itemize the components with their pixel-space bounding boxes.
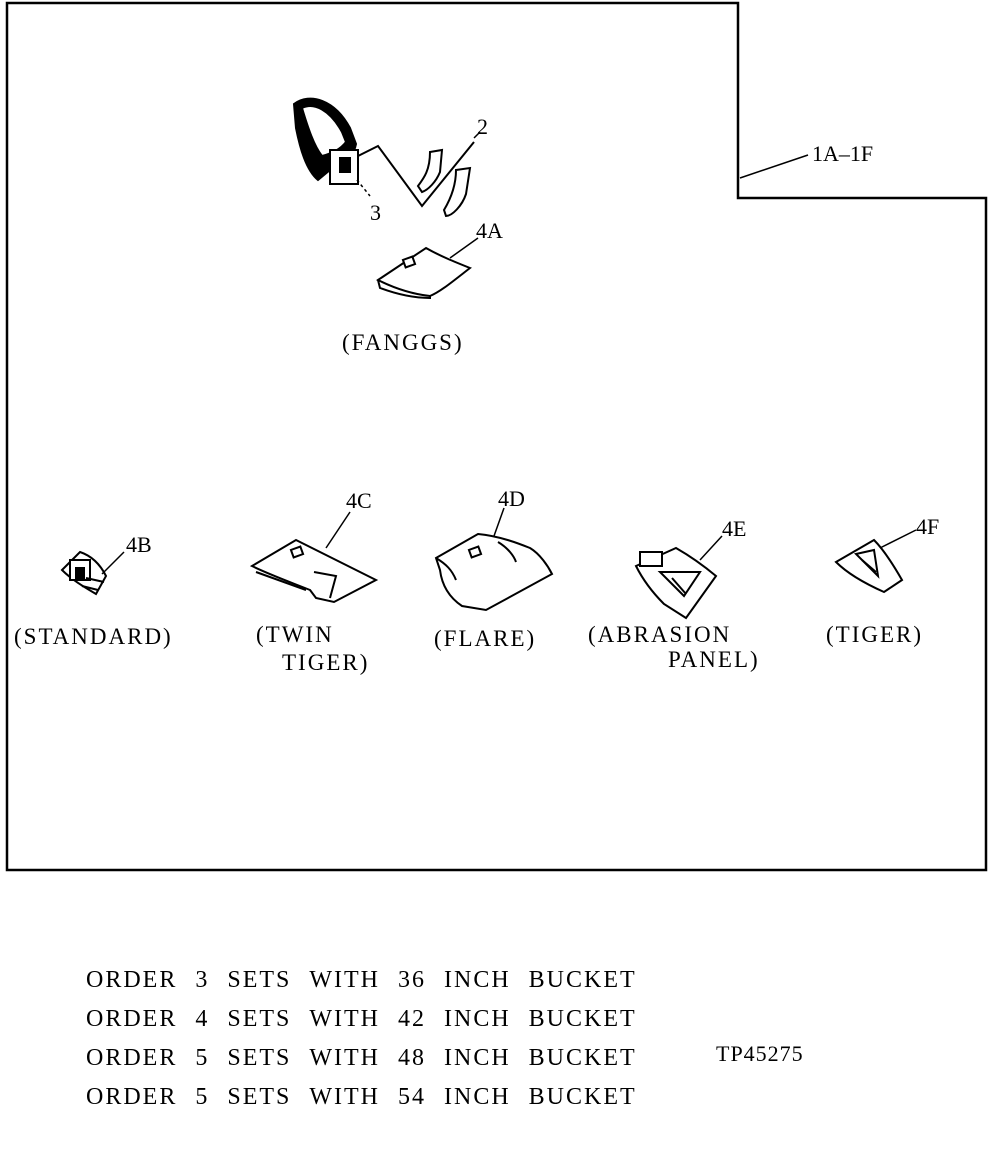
callout-4d: 4D xyxy=(498,486,525,511)
caption-abrasion-line1: (ABRASION xyxy=(588,622,731,647)
leader-2 xyxy=(473,131,481,139)
callout-2: 2 xyxy=(477,114,488,139)
order-line: ORDER 4 SETS WITH 42 INCH BUCKET xyxy=(54,961,655,1032)
leader-4d xyxy=(493,507,505,537)
order-sets: SETS xyxy=(227,967,292,993)
callout-4c: 4C xyxy=(346,488,372,513)
order-bucket: BUCKET xyxy=(528,1006,637,1032)
order-word: ORDER xyxy=(86,1084,178,1110)
tooth-4a-drawing xyxy=(376,246,472,300)
order-bucket: BUCKET xyxy=(528,967,637,993)
caption-twin-tiger-line2: TIGER) xyxy=(282,650,369,675)
caption-tiger: (TIGER) xyxy=(826,622,923,647)
order-with: WITH xyxy=(309,1084,380,1110)
order-line: ORDER 3 SETS WITH 36 INCH BUCKET xyxy=(54,922,655,993)
order-inch: INCH xyxy=(444,967,511,993)
order-sets: SETS xyxy=(227,1006,292,1032)
order-size: 42 xyxy=(398,1006,426,1032)
tooth-4f-drawing xyxy=(834,538,904,594)
order-size: 36 xyxy=(398,967,426,993)
caption-flare: (FLARE) xyxy=(434,626,536,651)
order-line: ORDER 5 SETS WITH 48 INCH BUCKET xyxy=(54,1000,655,1071)
order-inch: INCH xyxy=(444,1006,511,1032)
fanggs-adapter-drawing xyxy=(292,97,475,218)
order-bucket: BUCKET xyxy=(528,1045,637,1071)
leader-4b xyxy=(101,551,125,575)
callout-3: 3 xyxy=(370,200,381,225)
order-sets: SETS xyxy=(227,1045,292,1071)
order-inch: INCH xyxy=(444,1045,511,1071)
order-with: WITH xyxy=(309,967,380,993)
order-size: 48 xyxy=(398,1045,426,1071)
caption-abrasion-line2: PANEL) xyxy=(668,647,760,672)
leader-4c xyxy=(325,511,351,549)
order-bucket: BUCKET xyxy=(528,1084,637,1110)
order-word: ORDER xyxy=(86,967,178,993)
leader-1a-1f xyxy=(739,154,809,179)
diagram-frame xyxy=(5,1,988,872)
order-word: ORDER xyxy=(86,1045,178,1071)
leader-4a xyxy=(449,237,479,259)
order-qty: 5 xyxy=(195,1084,210,1110)
callout-4a: 4A xyxy=(476,218,503,243)
order-qty: 4 xyxy=(195,1006,210,1032)
parts-diagram: 1A–1F 3 2 4A (FANGGS) 4B (STANDARD) xyxy=(5,1,988,872)
order-sets: SETS xyxy=(227,1084,292,1110)
order-word: ORDER xyxy=(86,1006,178,1032)
reference-code: TP45275 xyxy=(716,1041,804,1066)
order-with: WITH xyxy=(309,1006,380,1032)
caption-fanggs: (FANGGS) xyxy=(342,330,464,355)
order-qty: 3 xyxy=(195,967,210,993)
order-with: WITH xyxy=(309,1045,380,1071)
callout-4b: 4B xyxy=(126,532,152,557)
leader-4f xyxy=(879,529,917,549)
order-size: 54 xyxy=(398,1084,426,1110)
order-inch: INCH xyxy=(444,1084,511,1110)
callout-1a-1f: 1A–1F xyxy=(812,141,873,166)
callout-4f: 4F xyxy=(916,514,939,539)
order-qty: 5 xyxy=(195,1045,210,1071)
leader-4e xyxy=(699,535,723,561)
callout-4e: 4E xyxy=(722,516,746,541)
caption-standard: (STANDARD) xyxy=(14,624,173,649)
tooth-4c-drawing xyxy=(249,538,379,604)
tooth-4b-drawing xyxy=(60,550,108,596)
caption-twin-tiger-line1: (TWIN xyxy=(256,622,334,647)
tooth-4d-drawing xyxy=(434,532,554,612)
tooth-4e-drawing xyxy=(634,546,718,620)
